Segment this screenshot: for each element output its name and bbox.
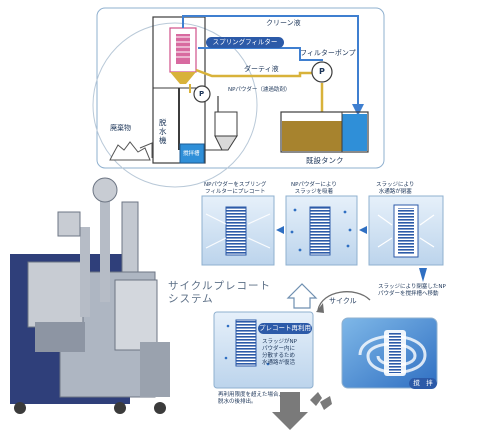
cycle-label: サイクル [329, 297, 357, 305]
filter-pump-symbol: P [319, 67, 325, 76]
stirring-tank [179, 143, 205, 164]
waste-label: 廃棄物 [110, 124, 131, 132]
step2-text: NPパウダーにより スラッジを吸着 [291, 182, 337, 195]
step-arrow-1 [276, 226, 284, 234]
np-powder-hopper [214, 111, 238, 137]
discharge-arrow-icon [272, 392, 308, 430]
spring-filter-badge: スプリングフィルター [206, 37, 284, 48]
filter-pump-icon [311, 61, 333, 83]
stirring-tank-label: 撹拌槽 [183, 151, 200, 157]
step3-panel [368, 195, 444, 266]
step-arrow-2 [359, 226, 367, 234]
cycle-arrow-icon [317, 291, 371, 311]
step2-panel [285, 195, 358, 266]
step1-panel [201, 195, 275, 266]
dewatering-machine-label: 脱水機 [159, 118, 167, 145]
stirring-panel [341, 317, 438, 389]
np-powder-label: NPパウダー（濾過助剤） [228, 87, 291, 93]
step1-text: NPパウダーをスプリング フィルターにプレコート [204, 182, 267, 195]
filter-pump-label: フィルターポンプ [300, 49, 356, 57]
step4-text: スラッジにより閉塞したNP パウダーを撹拌槽へ移動 [378, 284, 446, 297]
dirty-liquid-pipe [195, 68, 323, 78]
existing-tank [280, 111, 369, 153]
dewatering-machine-photo [10, 177, 170, 414]
clean-liquid-pipe [182, 15, 364, 116]
dirty-liquid-label: ダーティ液 [244, 65, 279, 73]
stirring-pump-symbol: P [199, 90, 205, 98]
schematic-circle [92, 22, 258, 188]
reuse-text: スラッジがNP パウダー内に 分散するため 水通路が復活 [262, 339, 297, 366]
stir-badge: 撹 拌 [409, 378, 437, 389]
reuse-badge: プレコート再利用 [258, 323, 312, 334]
stirring-pump-icon [193, 85, 211, 103]
cycle-system-title: サイクルプレコート システム [168, 280, 271, 305]
clean-liquid-label: クリーン液 [266, 19, 301, 27]
existing-tank-label: 既設タンク [306, 156, 344, 165]
waste-pile-icon [109, 141, 151, 161]
final-discharge-text: 再利用限度を超えた場合、 脱水の後排出。 [218, 392, 285, 405]
step3-text: スラッジにより 水通路が閉塞 [376, 182, 415, 195]
reuse-up-arrow-icon [286, 283, 318, 309]
debris-icon [310, 392, 332, 410]
step-arrow-3 [419, 268, 427, 282]
